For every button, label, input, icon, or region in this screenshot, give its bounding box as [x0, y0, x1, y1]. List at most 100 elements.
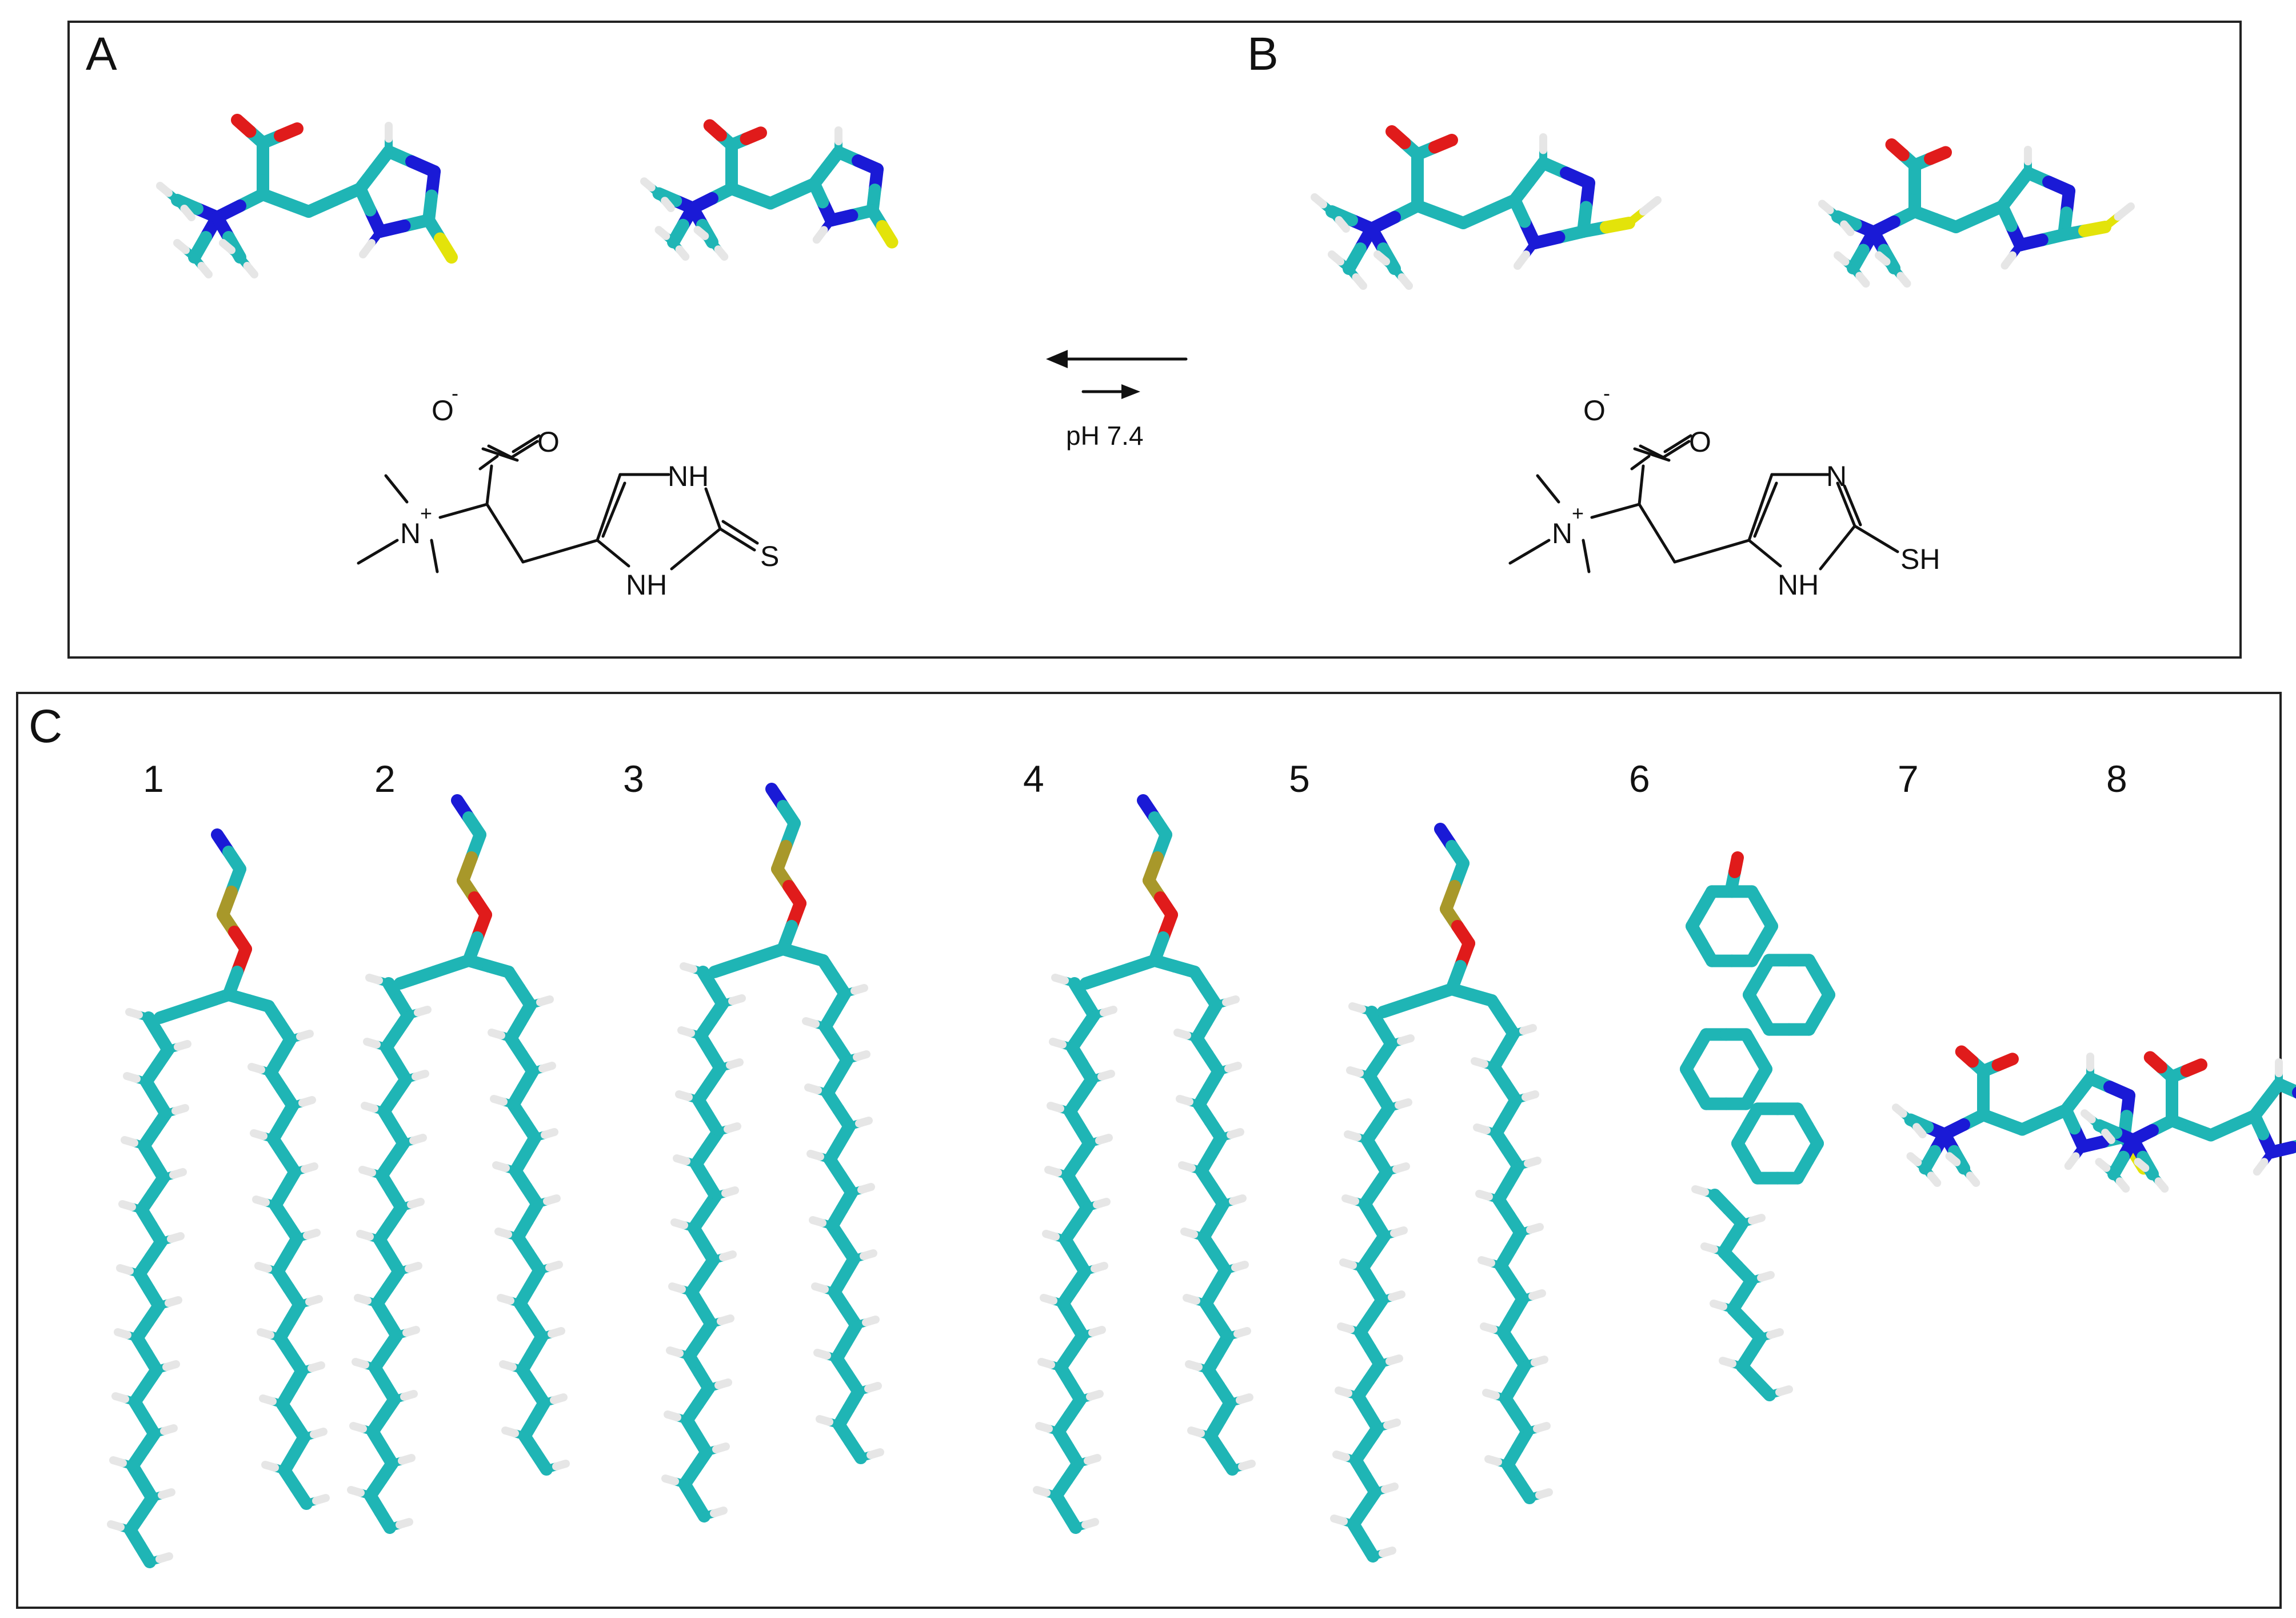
stick-bond — [501, 1426, 519, 1437]
stick-bond — [2095, 1158, 2111, 1172]
bond — [512, 434, 541, 453]
stick-bond — [107, 1520, 125, 1531]
stick-bond — [1945, 1152, 1961, 1166]
stick-bond — [1482, 1389, 1500, 1400]
stick-bond — [2064, 1152, 2080, 1170]
stick-bond — [2134, 1158, 2150, 1172]
stick-bond — [673, 1154, 690, 1165]
stick-bond — [740, 126, 767, 145]
stick-bond — [252, 1195, 270, 1206]
stick-bond — [1187, 1426, 1205, 1437]
stick-bond — [247, 1063, 265, 1074]
bond — [1638, 503, 1676, 564]
stick-bond — [1344, 1130, 1361, 1141]
stick-bond — [1097, 1070, 1115, 1081]
stick-bond — [816, 1415, 833, 1426]
stick-bond — [1086, 1390, 1104, 1401]
stick-bond — [352, 1358, 369, 1369]
stick-bond — [121, 1136, 138, 1147]
stick-bond — [125, 1008, 143, 1019]
stick-bond — [1526, 1223, 1544, 1234]
stick-bond — [675, 245, 690, 261]
stick-bond — [1388, 1290, 1405, 1301]
structure-b: O - O N + N NH SH — [1508, 381, 1940, 601]
stick-bond — [661, 197, 675, 212]
stick-bond — [1710, 1300, 1727, 1310]
stick-bond — [717, 1314, 734, 1325]
bond — [1673, 539, 1751, 564]
bond — [1853, 524, 1899, 553]
stick-bond — [719, 1250, 737, 1261]
stick-bond — [1385, 125, 1411, 149]
stick-bond — [171, 1104, 189, 1115]
stick-bond — [693, 226, 709, 240]
stick-bond — [261, 1461, 279, 1472]
stick-bond — [1168, 960, 1201, 978]
stick-bond — [158, 1488, 175, 1499]
stick-bond — [169, 1168, 187, 1179]
stick-bond — [349, 1422, 367, 1433]
stick-bond — [1093, 1198, 1111, 1209]
stick-bond — [155, 1552, 173, 1563]
charge-minus: - — [1603, 381, 1610, 405]
stick-bond — [1352, 273, 1367, 290]
stick-bond — [1033, 1486, 1051, 1497]
bond — [357, 539, 399, 565]
molecule-number: 4 — [1023, 758, 1044, 800]
stick-bond — [1178, 1161, 1196, 1172]
stick-bond — [680, 962, 697, 973]
stick-bond — [1885, 138, 1910, 161]
stick-bond — [654, 226, 670, 240]
stick-bond — [1379, 1547, 1396, 1557]
stick-bond — [1229, 1194, 1247, 1205]
stick-bond — [347, 1486, 365, 1497]
stick-bond — [310, 1428, 328, 1438]
stick-bond — [197, 262, 213, 278]
bond — [510, 440, 539, 459]
stick-bond — [1337, 1322, 1355, 1333]
stick-bond — [1466, 989, 1498, 1007]
stick-bond — [1480, 1322, 1498, 1333]
stick-bond — [538, 1062, 556, 1073]
stick-bond — [363, 1038, 381, 1049]
stick-bond — [1531, 1356, 1548, 1366]
stick-bond — [490, 1095, 508, 1106]
stick-bond — [162, 1360, 180, 1371]
stick-bond — [1524, 1157, 1542, 1167]
stick-bond — [1180, 1228, 1198, 1238]
stick-bond — [1875, 251, 1891, 266]
stick-bond — [2081, 1109, 2096, 1123]
stick-bond — [1519, 1024, 1537, 1035]
equilibrium-condition: pH 7.4 — [1066, 421, 1144, 451]
stick-bond — [1091, 1262, 1108, 1273]
bond — [485, 464, 493, 506]
stick-bond — [1966, 1171, 1980, 1187]
stick-bond — [1514, 250, 1530, 270]
bond — [721, 520, 759, 545]
stick-bond — [1341, 1194, 1359, 1205]
bond — [438, 503, 489, 519]
stick-bond — [488, 1029, 505, 1039]
bond — [1747, 539, 1782, 568]
stick-bond — [867, 1448, 884, 1459]
stick-models-ab — [156, 114, 2135, 290]
stick-bond — [156, 182, 173, 197]
stick-bond — [1535, 1488, 1553, 1499]
stick-bond — [301, 1162, 318, 1173]
stick-bond — [536, 995, 554, 1006]
stick-bond — [808, 177, 829, 209]
stick-bond — [296, 1030, 314, 1041]
bond — [1663, 434, 1692, 453]
stick-bond — [1528, 1289, 1546, 1300]
stick-bond — [541, 1128, 558, 1139]
stick-bond — [543, 1194, 561, 1205]
stick-bond — [552, 1460, 570, 1470]
bond — [596, 539, 630, 568]
stick-bond — [661, 1474, 679, 1485]
bond — [384, 474, 409, 504]
stick-bond — [1700, 1242, 1718, 1253]
bond — [487, 444, 513, 459]
bond — [596, 473, 622, 542]
stick-bond — [174, 1040, 191, 1051]
